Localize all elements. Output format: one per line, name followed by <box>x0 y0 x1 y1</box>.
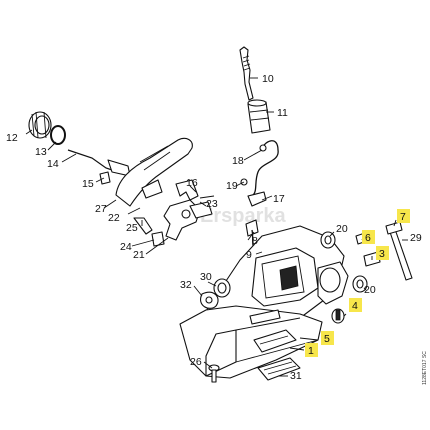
label-27: 27 <box>95 203 107 215</box>
label-3: 3 <box>379 248 385 260</box>
label-10: 10 <box>262 73 274 85</box>
highlight-box <box>397 209 410 223</box>
label-21: 21 <box>133 249 145 261</box>
label-15: 15 <box>82 178 94 190</box>
label-19: 19 <box>226 180 238 192</box>
label-32: 32 <box>180 279 192 291</box>
label-20-bottom: 20 <box>364 284 376 296</box>
label-20-top: 20 <box>336 223 348 235</box>
label-8: 8 <box>252 235 258 247</box>
label-24: 24 <box>120 241 132 253</box>
oil-hose-part <box>67 149 131 185</box>
callout-labels: 10 11 12 13 14 15 16 17 18 19 20 20 21 2… <box>6 73 422 382</box>
label-4: 4 <box>352 300 358 312</box>
label-23: 23 <box>206 198 218 210</box>
callout-6[interactable]: 6 <box>362 230 375 244</box>
callout-1[interactable]: 1 <box>305 343 318 357</box>
label-6: 6 <box>365 232 371 244</box>
label-5: 5 <box>324 333 330 345</box>
highlight-box <box>362 230 375 244</box>
callout-4[interactable]: 4 <box>349 298 362 312</box>
trigger-assembly-part <box>133 179 215 247</box>
leader-lines <box>25 77 408 377</box>
label-30: 30 <box>200 271 212 283</box>
label-1: 1 <box>308 345 314 357</box>
highlight-box <box>376 246 389 260</box>
label-31: 31 <box>290 370 302 382</box>
label-17: 17 <box>273 193 285 205</box>
callout-7[interactable]: 7 <box>397 209 410 223</box>
label-25: 25 <box>126 222 138 234</box>
label-9: 9 <box>246 249 252 261</box>
label-16: 16 <box>186 177 198 189</box>
label-26: 26 <box>190 356 202 368</box>
handle-guard-part <box>115 137 193 207</box>
label-13: 13 <box>35 146 47 158</box>
callout-5[interactable]: 5 <box>321 331 334 345</box>
screw-part <box>208 364 220 383</box>
label-29: 29 <box>410 232 422 244</box>
bushing-part <box>213 278 231 298</box>
watermark-text: Ersparka <box>200 205 286 227</box>
floor-plate-part <box>257 357 301 381</box>
label-11: 11 <box>277 107 288 119</box>
label-22: 22 <box>108 212 120 224</box>
label-7: 7 <box>400 211 406 223</box>
gasket-ring-part <box>50 125 66 145</box>
fuel-filter-part <box>247 99 271 134</box>
label-14: 14 <box>47 158 59 170</box>
document-number: 1128ET017 SC <box>422 351 428 385</box>
label-12: 12 <box>6 132 18 144</box>
highlight-box <box>349 298 362 312</box>
ignition-cable-part <box>240 140 279 253</box>
oil-cap-part <box>28 111 52 139</box>
label-18: 18 <box>232 155 244 167</box>
highlight-box <box>321 331 334 345</box>
highlight-box <box>305 343 318 357</box>
highlighted-callouts: 7 6 3 4 5 1 <box>305 209 410 357</box>
ring-part <box>200 291 219 309</box>
callout-3[interactable]: 3 <box>376 246 389 260</box>
fuel-pickup-part <box>239 46 254 101</box>
rod-part <box>385 221 413 281</box>
crankcase-housing-part <box>179 225 349 379</box>
